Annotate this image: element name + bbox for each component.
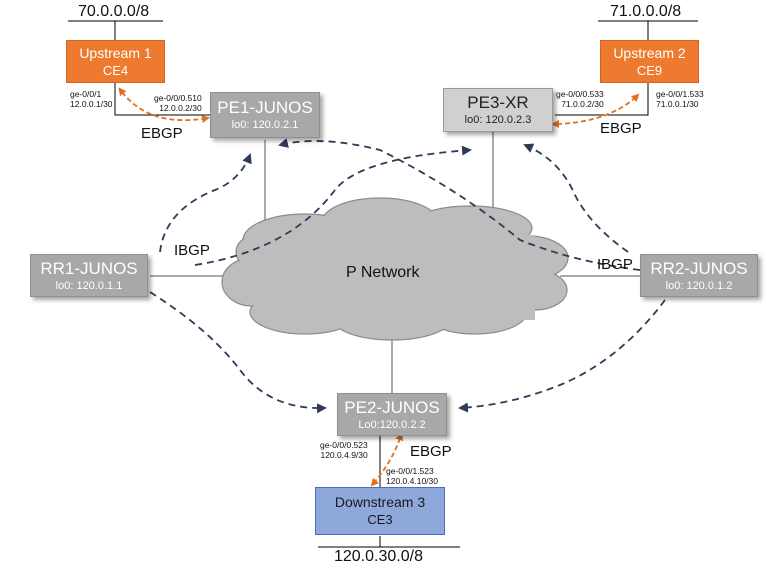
downstream3-title: Downstream 3: [334, 494, 426, 510]
pe2-loopback: Lo0:120.0.2.2: [358, 418, 426, 431]
rr2-title: RR2-JUNOS: [650, 258, 748, 278]
ce3-interface-ip: 120.0.4.10/30: [386, 476, 438, 486]
upstream1-ce4-router[interactable]: Upstream 1 CE4: [66, 40, 165, 83]
ebgp-label-right: EBGP: [600, 120, 642, 137]
pe1-title: PE1-JUNOS: [217, 98, 313, 117]
ibgp-arrow-rr1-pe2: [149, 291, 327, 414]
ebgp-label-left: EBGP: [141, 125, 183, 142]
ibgp-arrow-rr1-pe3: [194, 145, 472, 266]
downstream3-sub: CE3: [367, 512, 393, 527]
prefix-downstream3: 120.0.30.0/8: [334, 548, 423, 565]
ce4-interface-ip: 12.0.0.1/30: [70, 99, 113, 109]
ce9-interface-name: ge-0/0/1.533: [656, 89, 704, 99]
ibgp-arrow-rr2-pe2: [458, 299, 666, 413]
pe1-loopback: lo0: 120.0.2.1: [231, 119, 299, 131]
prefix-upstream2: 71.0.0.0/8: [610, 3, 682, 20]
p-network-cloud: [221, 197, 569, 341]
pe3-interface-name: ge-0/0/0.533: [556, 89, 604, 99]
ibgp-arrow-rr2-pe3: [523, 143, 629, 253]
pe3-interface: ge-0/0/0.533 71.0.0.2/30: [556, 89, 604, 109]
rr1-title: RR1-JUNOS: [40, 258, 138, 278]
upstream2-title: Upstream 2: [613, 44, 686, 61]
upstream1-title: Upstream 1: [79, 44, 152, 61]
pe2-title: PE2-JUNOS: [344, 397, 440, 417]
ce4-interface: ge-0/0/1 12.0.0.1/30: [70, 89, 113, 109]
ibgp-label-left: IBGP: [174, 242, 210, 259]
pe1-interface-name: ge-0/0/0.510: [154, 93, 202, 103]
ce3-interface-name: ge-0/0/1.523: [386, 466, 434, 476]
ce9-interface: ge-0/0/1.533 71.0.0.1/30: [656, 89, 704, 109]
prefix-upstream1: 70.0.0.0/8: [78, 3, 150, 20]
pe2-junos-router[interactable]: PE2-JUNOS Lo0:120.0.2.2: [337, 393, 447, 436]
ce9-interface-ip: 71.0.0.1/30: [656, 99, 699, 109]
ebgp-arrow-ce4-pe1: [118, 87, 210, 123]
ibgp-arrow-rr2-pe1: [278, 138, 641, 271]
rr1-loopback: lo0: 120.0.1.1: [55, 279, 123, 292]
ibgp-arrow-rr1-pe1: [159, 153, 252, 253]
ce4-interface-name: ge-0/0/1: [70, 89, 102, 99]
pe3-loopback: lo0: 120.0.2.3: [464, 114, 532, 126]
pe3-xr-router[interactable]: PE3-XR lo0: 120.0.2.3: [443, 88, 553, 132]
rr2-loopback: lo0: 120.0.1.2: [665, 279, 733, 292]
pe2-interface-ip: 120.0.4.9/30: [320, 450, 368, 460]
rr2-junos-router[interactable]: RR2-JUNOS lo0: 120.0.1.2: [640, 254, 758, 297]
upstream2-sub: CE9: [636, 62, 663, 78]
ebgp-arrow-pe3-ce9: [551, 93, 640, 128]
ibgp-label-right: IBGP: [597, 256, 633, 273]
pe2-interface: ge-0/0/0.523 120.0.4.9/30: [320, 440, 368, 460]
ce3-interface: ge-0/0/1.523 120.0.4.10/30: [386, 466, 438, 486]
pe3-title: PE3-XR: [467, 93, 529, 112]
ebgp-arrow-pe2-ce3: [370, 432, 404, 487]
pe1-junos-router[interactable]: PE1-JUNOS lo0: 120.0.2.1: [210, 92, 320, 138]
pe1-interface: ge-0/0/0.510 12.0.0.2/30: [154, 93, 202, 113]
pe2-interface-name: ge-0/0/0.523: [320, 440, 368, 450]
pe1-interface-ip: 12.0.0.2/30: [159, 103, 202, 113]
rr1-junos-router[interactable]: RR1-JUNOS lo0: 120.0.1.1: [30, 254, 148, 297]
downstream3-ce3-router[interactable]: Downstream 3 CE3: [315, 487, 445, 535]
pe3-interface-ip: 71.0.0.2/30: [561, 99, 604, 109]
ebgp-label-bottom: EBGP: [410, 443, 452, 460]
upstream1-sub: CE4: [102, 62, 129, 78]
upstream2-ce9-router[interactable]: Upstream 2 CE9: [600, 40, 699, 83]
p-network-label: P Network: [346, 264, 420, 281]
